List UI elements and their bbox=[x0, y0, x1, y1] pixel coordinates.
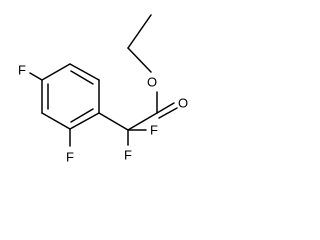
atom-label-f-bottom-left: F bbox=[66, 150, 74, 165]
atom-label-o-carbonyl: O bbox=[178, 96, 188, 111]
atom-label-f-alpha-right: F bbox=[150, 123, 158, 138]
bond-carbonyl-double-2 bbox=[158, 107, 178, 119]
structure-canvas: F F F F O O bbox=[18, 14, 188, 165]
bond-alpha-to-carbonyl-carbon bbox=[127, 112, 158, 131]
ring-bond-1 bbox=[69, 63, 100, 81]
molecule-diagram: F F F F O O bbox=[18, 14, 188, 165]
ring-double-bond-bottom bbox=[70, 108, 94, 123]
bond-ch2-to-ch3 bbox=[127, 14, 152, 49]
atom-label-o-ester: O bbox=[147, 75, 157, 90]
ring-bond-3 bbox=[69, 112, 100, 130]
bond-ring-to-alpha-carbon bbox=[98, 112, 129, 131]
atom-label-f-top: F bbox=[18, 63, 26, 78]
ring-double-bond-top bbox=[70, 70, 94, 85]
bond-oxygen-to-ch2 bbox=[127, 47, 152, 73]
ring-bond-6 bbox=[41, 63, 71, 81]
atom-label-f-alpha-bottom: F bbox=[124, 148, 132, 163]
bond-ring-to-f-top bbox=[29, 72, 43, 81]
bond-carbonyl-double-1 bbox=[156, 102, 175, 114]
ring-bond-4 bbox=[41, 112, 71, 130]
